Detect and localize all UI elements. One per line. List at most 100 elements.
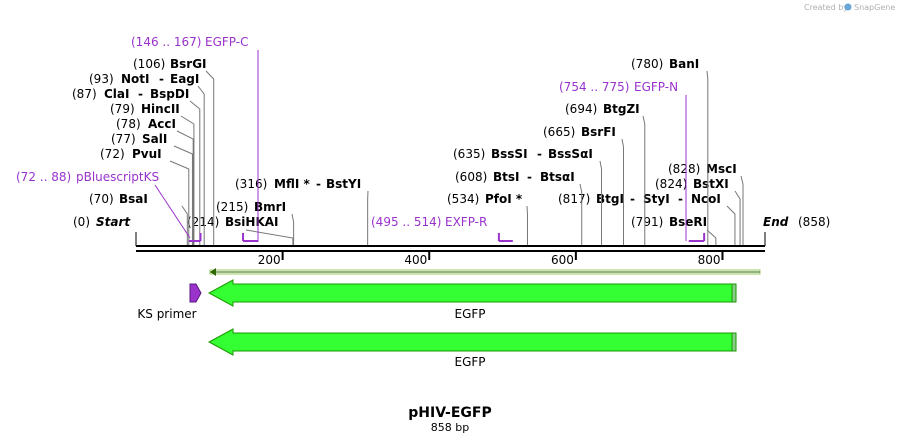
enzyme-dash: - [537,147,542,161]
enzyme-pos: (70) [89,192,114,206]
enzyme-name: BstXI [693,177,729,191]
enzyme-label-bseri[interactable]: (791) BseRI [631,215,707,229]
enzyme-dash: - [138,87,143,101]
enzyme-name-2: BssSαI [548,147,593,161]
enzyme-label-mfli-bstyi[interactable]: (316) MflI * - BstYI [235,177,361,191]
enzyme-name: BtsI [493,170,520,184]
primer-label-egfp-c[interactable]: (146 .. 167) EGFP-C [131,35,248,49]
cut-line-acci [176,130,194,245]
end-label: End (858) [763,215,830,229]
enzyme-name: MscI [706,162,737,176]
enzyme-label-bani[interactable]: (780) BanI [631,57,699,71]
enzyme-name-2: BspDI [150,87,189,101]
feature-egfp-stub [731,332,737,352]
enzyme-label-bstxi[interactable]: (824) BstXI [655,177,729,191]
primer-name: EGFP-N [634,80,678,94]
enzyme-pos: (79) [110,102,135,116]
enzyme-name: BsrGI [170,57,207,71]
enzyme-label-btgi-styi-ncoi[interactable]: (817) BtgI - StyI - NcoI [558,192,721,206]
enzyme-label-bsssi-bsssai[interactable]: (635) BssSI - BssSαI [453,147,593,161]
enzyme-pos: (824) [655,177,687,191]
primer-name: EGFP-C [205,35,248,49]
enzyme-dash: - [316,177,321,191]
enzyme-label-clai-bspdi[interactable]: (87) ClaI - BspDI [72,87,189,101]
enzyme-label-noti-eagi[interactable]: (93) NotI - EagI [89,72,199,86]
start-pos: (0) [73,215,90,229]
enzyme-pos: (214) [187,215,219,229]
cut-line-hincii [180,115,195,245]
enzyme-pos: (665) [543,125,575,139]
enzyme-name: BsrFI [581,125,616,139]
enzyme-label-bsai[interactable]: (70) BsaI [89,192,148,206]
primer-leader-pbluescriptks [154,184,191,239]
enzyme-label-acci[interactable]: (78) AccI [116,117,176,131]
enzyme-pos: (780) [631,57,663,71]
enzyme-label-btgzi[interactable]: (694) BtgZI [565,102,640,116]
enzyme-name: MflI * [274,177,310,191]
enzyme-name: PvuI [132,147,162,161]
enzyme-name: BsaI [119,192,148,206]
cut-line-msci [740,175,744,245]
enzyme-pos: (534) [447,192,479,206]
enzyme-name: BseRI [669,215,707,229]
snapgene-logo-icon [844,3,852,11]
enzyme-pos: (78) [116,117,141,131]
enzyme-name: BtgZI [603,102,640,116]
enzyme-name: BmrI [254,200,286,214]
enzyme-pos: (817) [558,192,590,206]
cut-line-noti [197,85,205,245]
enzyme-label-bmri[interactable]: (215) BmrI [216,200,286,214]
enzyme-pos: (316) [235,177,267,191]
end-name: End [763,215,789,229]
enzyme-label-hincii[interactable]: (79) HincII [110,102,180,116]
enzyme-name-2: BstYI [326,177,361,191]
map-length: 858 bp [431,421,469,434]
cut-line-btsi [579,183,583,245]
cut-line-bseri [706,229,717,245]
enzyme-pos: (828) [668,162,700,176]
primer-range: (754 .. 775) [559,80,629,94]
orf-arrow[interactable] [209,268,761,276]
end-pos: (858) [798,215,830,229]
cut-line-bmri [291,213,295,245]
cut-line-bsssi [599,160,603,245]
enzyme-name-2: StyI [643,192,670,206]
enzyme-name: NotI [121,72,150,86]
ruler-tick-label: 800 [698,253,721,267]
cut-line-btgzi [642,115,646,245]
cut-line-pvui [169,160,190,245]
enzyme-label-pvui[interactable]: (72) PvuI [100,147,162,161]
enzyme-pos: (608) [455,170,487,184]
feature-label-egfp: EGFP [454,307,485,321]
primer-range: (146 .. 167) [131,35,201,49]
enzyme-label-bsihkai[interactable]: (214) BsiHKAI [187,215,279,229]
ruler-tick-label: 600 [551,253,574,267]
primer-label-exfp-r[interactable]: (495 .. 514) EXFP-R [371,215,487,229]
primer-marks [154,50,706,242]
enzyme-label-bsrgi[interactable]: (106) BsrGI [133,57,207,71]
start-label: (0) Start [73,215,131,229]
primer-label-pbluescriptks[interactable]: (72 .. 88) pBluescriptKS [16,170,159,184]
sequence-backbone [136,245,765,252]
feature-egfp-arrow[interactable] [207,328,737,356]
enzyme-name: AccI [148,117,176,131]
cut-line-btgi [726,205,736,245]
enzyme-name: PfoI * [485,192,523,206]
enzyme-label-sali[interactable]: (77) SalI [111,132,167,146]
enzyme-label-btsi-btsai[interactable]: (608) BtsI - BtsαI [455,170,575,184]
enzyme-label-pfoi[interactable]: (534) PfoI * [447,192,523,206]
cut-line-bsihkai [245,229,294,245]
enzyme-label-bsrfi[interactable]: (665) BsrFI [543,125,616,139]
enzyme-pos: (215) [216,200,248,214]
primer-label-egfp-n[interactable]: (754 .. 775) EGFP-N [559,80,678,94]
map-title: pHIV-EGFP [408,405,491,421]
primer-range: (495 .. 514) [371,215,441,229]
start-name: Start [96,215,131,229]
feature-egfp-arrow[interactable] [207,279,737,307]
enzyme-pos: (93) [89,72,114,86]
enzyme-pos: (694) [565,102,597,116]
enzyme-label-mscl[interactable]: (828) MscI [668,162,737,176]
feature-ks-primer[interactable] [189,283,202,303]
enzyme-name: ClaI [104,87,129,101]
